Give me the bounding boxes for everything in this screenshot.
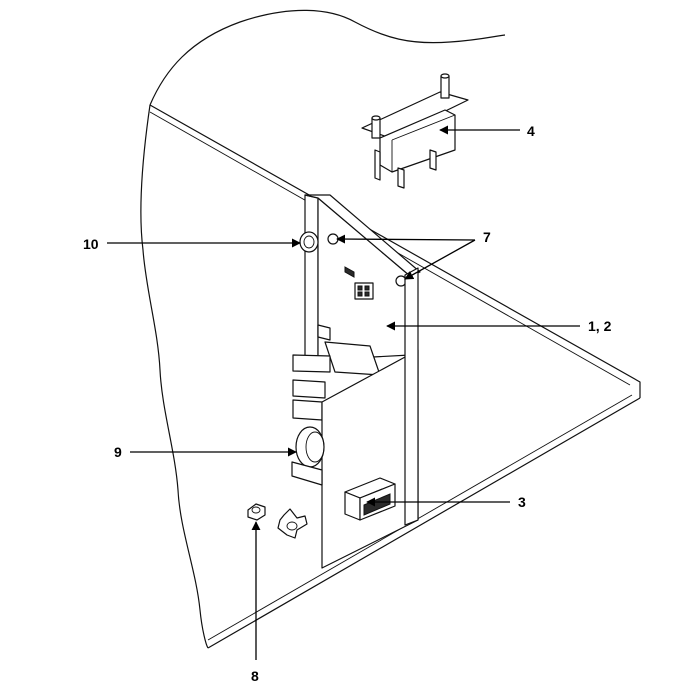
callout-10: 10 — [83, 236, 99, 252]
cabinet-bottom-edge-inner — [207, 394, 633, 641]
hardware-part-8 — [247, 503, 308, 539]
leader-7a — [336, 234, 476, 244]
callout-4: 4 — [527, 123, 535, 139]
relay-part-4 — [361, 73, 469, 189]
control-board-assembly — [292, 194, 421, 421]
callout-1-2: 1, 2 — [588, 318, 612, 334]
cabinet-breakout-outline — [140, 9, 506, 649]
leader-7b — [404, 239, 476, 280]
cabinet-bottom-edge — [207, 397, 641, 649]
callout-7: 7 — [483, 229, 491, 245]
callout-9: 9 — [114, 444, 122, 460]
callout-3: 3 — [518, 494, 526, 510]
callout-8: 8 — [251, 668, 259, 684]
grommet-part-9 — [291, 426, 325, 486]
